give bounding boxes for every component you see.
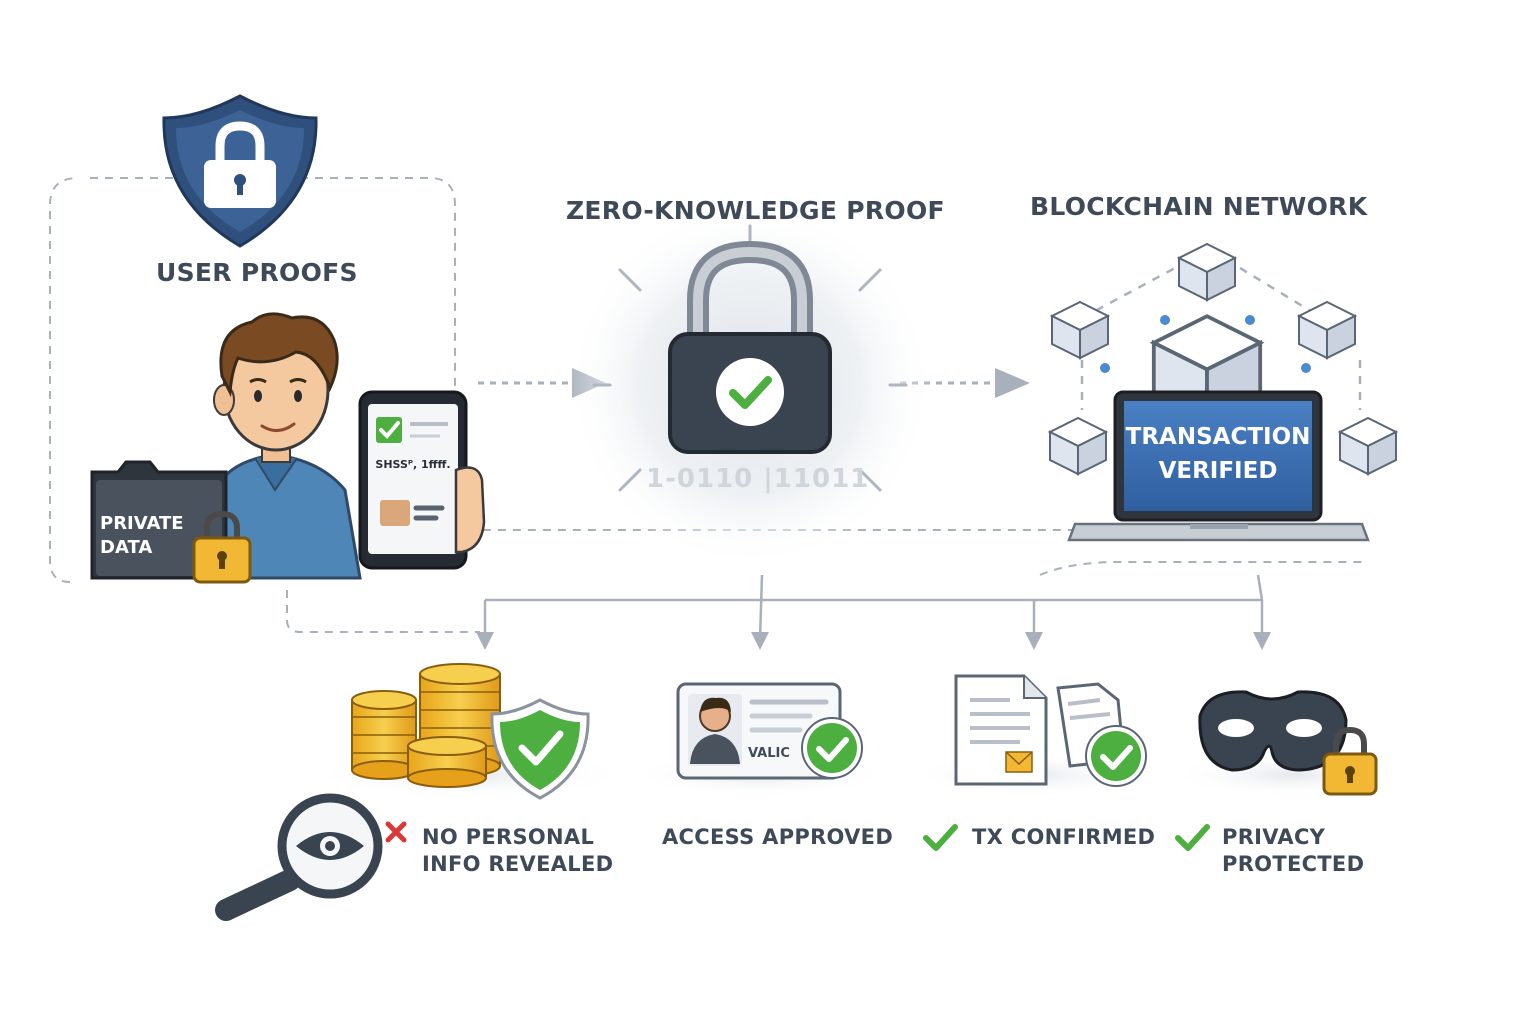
user-region-outline xyxy=(49,177,1080,583)
outcome-no-personal-info-line1: NO PERSONAL xyxy=(422,825,595,849)
coins-icon xyxy=(351,663,501,788)
id-card-text: VALIC xyxy=(748,746,790,761)
outcome-no-personal-info: NO PERSONAL INFO REVEALED xyxy=(422,824,613,878)
folder-label-line1: PRIVATE xyxy=(100,513,184,534)
mask-icon xyxy=(1198,690,1348,772)
network-feedback-line xyxy=(1039,561,1365,576)
network-dots xyxy=(1100,315,1311,373)
padlock-check-icon xyxy=(668,240,832,454)
folder-label: PRIVATE DATA xyxy=(100,512,200,560)
check-icon-tx xyxy=(926,827,955,848)
phone-screen-text: SHSSᴾ, 1ffff. xyxy=(375,458,451,471)
blockchain-section-title: BLOCKCHAIN NETWORK xyxy=(1030,192,1368,221)
user-feedback-line xyxy=(286,590,480,633)
cube-icon-right xyxy=(1298,301,1356,359)
shield-check-icon xyxy=(490,698,590,800)
folder-label-line2: DATA xyxy=(100,537,153,558)
laptop-icon xyxy=(1067,390,1370,542)
outcome-privacy-protected: PRIVACY PROTECTED xyxy=(1222,824,1364,878)
zkp-section-title: ZERO-KNOWLEDGE PROOF xyxy=(566,196,945,225)
laptop-screen-line1: TRANSACTION xyxy=(1125,424,1311,450)
proof-rays xyxy=(592,224,908,492)
outcome-no-personal-info-line2: INFO REVEALED xyxy=(422,852,614,876)
binary-text: 1-0110 |11011 xyxy=(646,464,870,494)
outcome-privacy-protected-line1: PRIVACY xyxy=(1222,825,1326,849)
outcome-tx-confirmed: TX CONFIRMED xyxy=(972,825,1156,849)
laptop-screen-text: TRANSACTION VERIFIED xyxy=(1124,420,1312,488)
outcome-privacy-protected-line2: PROTECTED xyxy=(1222,852,1365,876)
cube-icon-left xyxy=(1051,301,1109,359)
cube-icon-lower-left xyxy=(1049,417,1107,475)
mask-lock-icon xyxy=(1322,726,1378,796)
cross-icon xyxy=(385,821,407,843)
magnifier-eye-icon xyxy=(215,793,383,921)
id-card-icon xyxy=(676,682,863,780)
documents-icon xyxy=(954,674,1147,787)
shield-lock-icon xyxy=(162,94,318,248)
smartphone-icon xyxy=(358,390,486,570)
folder-lock-icon xyxy=(192,510,252,584)
user-section-title: USER PROOFS xyxy=(156,258,358,287)
distribution-arrowheads xyxy=(476,632,1271,650)
distribution-lines xyxy=(483,574,1264,641)
cube-icon-top xyxy=(1178,243,1236,301)
check-icon-privacy xyxy=(1178,827,1207,848)
laptop-screen-line2: VERIFIED xyxy=(1158,458,1278,484)
outcome-access-approved: ACCESS APPROVED xyxy=(662,825,894,849)
cube-icon-lower-right xyxy=(1339,417,1397,475)
